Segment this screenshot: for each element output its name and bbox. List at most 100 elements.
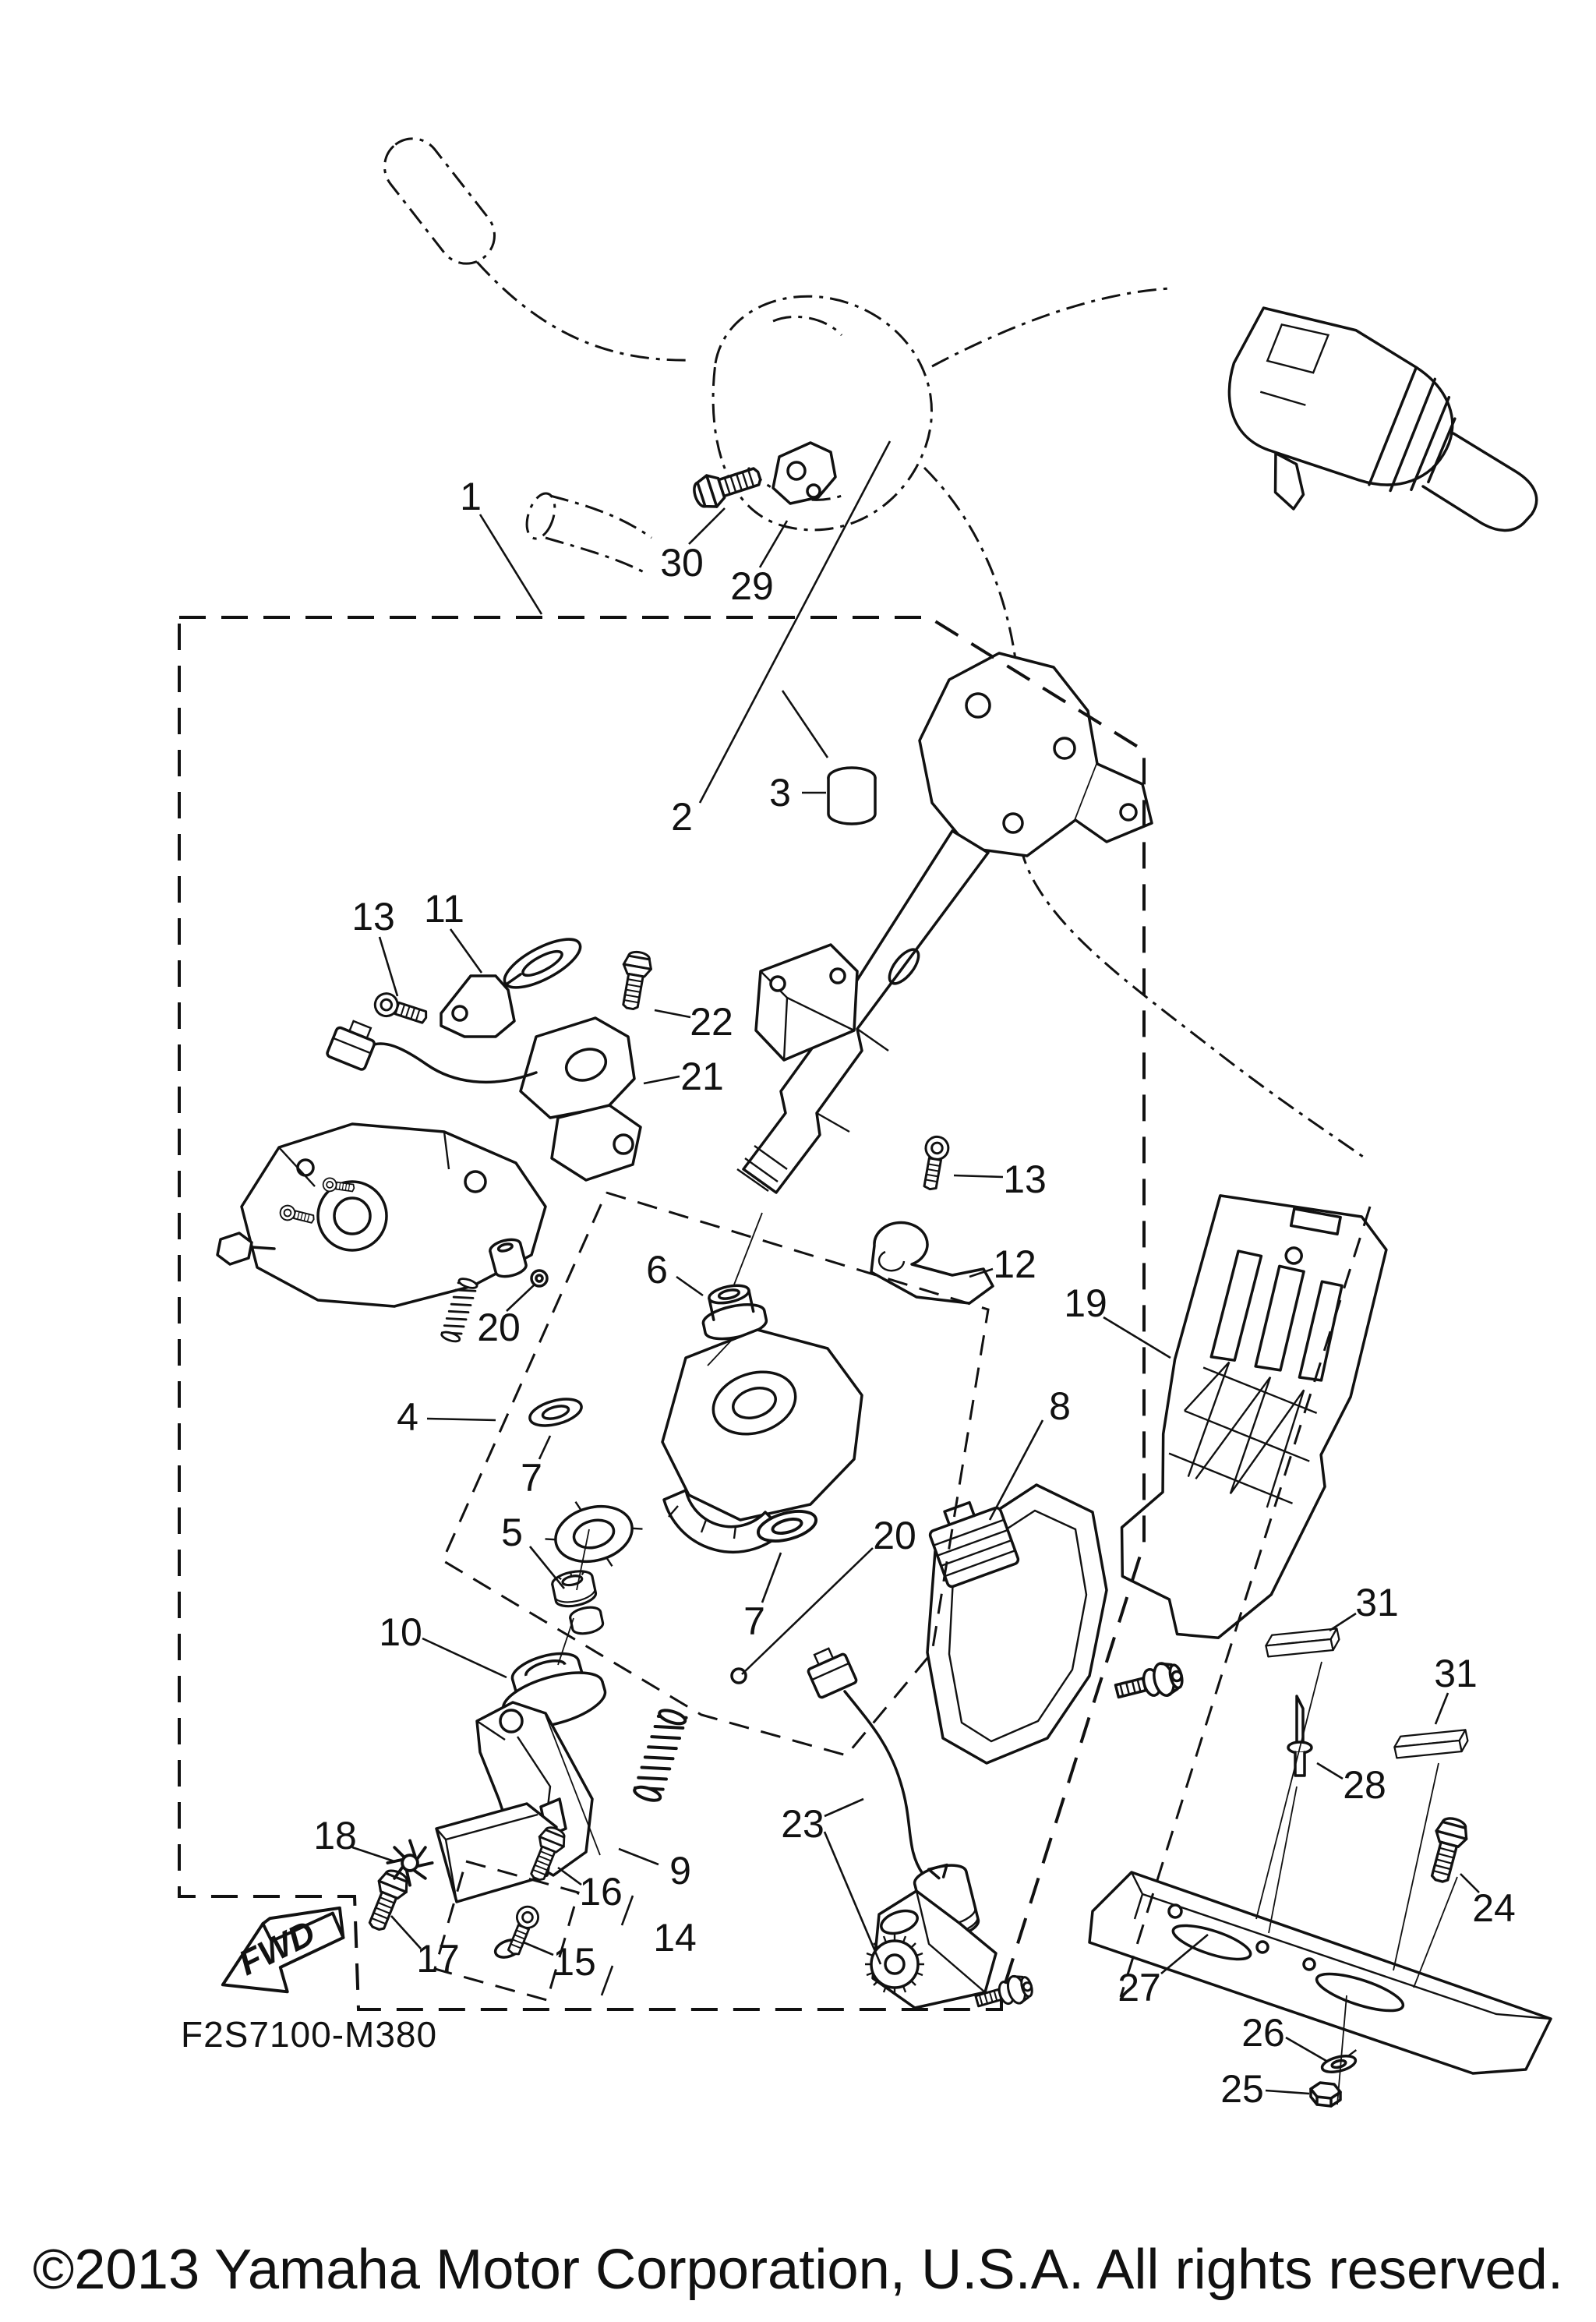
guide-bracket-19 (1120, 1194, 1388, 1639)
stop-lever-11 (440, 938, 582, 1038)
callout-24: 24 (1472, 1886, 1516, 1930)
leader-16 (557, 1866, 582, 1886)
callout-6: 6 (646, 1248, 668, 1292)
copyright-line: ©2013 Yamaha Motor Corporation, U.S.A. A… (33, 2239, 1563, 2301)
callout-5: 5 (501, 1511, 523, 1554)
bolt-15 (493, 1902, 543, 1959)
callout-4: 4 (397, 1395, 418, 1439)
leader-31 (1329, 1612, 1357, 1632)
leader-1 (478, 514, 543, 615)
callout-31: 31 (1355, 1581, 1399, 1624)
detent-cap-20 (489, 1238, 528, 1278)
callout-8: 8 (1049, 1384, 1071, 1428)
callout-10: 10 (379, 1610, 422, 1654)
leader-11 (449, 928, 483, 974)
stopper-sub-boundary (433, 1860, 580, 2002)
callout-7: 7 (521, 1456, 542, 1500)
part-code: F2S7100-M380 (181, 2014, 437, 2055)
damper-3 (827, 766, 877, 825)
right-sub-edge (1119, 1206, 1372, 1998)
callout-23: 23 (781, 1802, 824, 1846)
callout-12: 12 (993, 1242, 1036, 1286)
leader-17 (390, 1915, 422, 1949)
lock-housing-4 (545, 1328, 863, 1567)
axis-line-9 (1336, 1995, 1347, 2105)
lock-assembly-sub-boundary (441, 1191, 990, 1757)
leader-20 (741, 1547, 874, 1675)
seat-washer-10 (501, 1652, 607, 1730)
callout-13: 13 (351, 895, 395, 938)
axis-line-0 (733, 1212, 763, 1285)
steering-column-assembly (736, 652, 1153, 1194)
callout-27: 27 (1118, 1966, 1161, 2009)
leader-6 (676, 1275, 704, 1297)
leader-14 (620, 1895, 634, 1926)
callout-14: 14 (653, 1916, 697, 1960)
callout-13: 13 (1003, 1157, 1047, 1201)
leader-22 (654, 1009, 691, 1019)
pad-31-lower (1391, 1722, 1471, 1766)
axis-line-1 (707, 1338, 733, 1366)
leader-7 (538, 1435, 552, 1460)
axis-line-4 (545, 1714, 601, 1856)
callout-7: 7 (743, 1599, 765, 1643)
pad-31-upper (1262, 1620, 1342, 1665)
leader-13 (953, 1174, 1004, 1179)
callout-30: 30 (660, 541, 704, 585)
leader-29 (758, 520, 789, 568)
leader-19 (1103, 1316, 1171, 1359)
bolt-13-lever (371, 989, 431, 1030)
washer-26 (1320, 2049, 1358, 2073)
bolt-17 (361, 1865, 414, 1935)
callout-20: 20 (873, 1514, 916, 1557)
leader-23 (824, 1797, 864, 1818)
callout-19: 19 (1064, 1281, 1107, 1325)
lock-nut-5 (549, 1566, 606, 1640)
leader-12 (969, 1267, 994, 1278)
axis-line-7 (1393, 1762, 1439, 1971)
boundary-lines (178, 616, 1372, 2011)
leader-25 (1265, 2089, 1310, 2095)
bolt-24 (1422, 1814, 1472, 1886)
lock-clip-18 (386, 1839, 434, 1887)
bolt-30 (689, 458, 766, 514)
callout-20: 20 (477, 1306, 521, 1349)
callout-31: 31 (1434, 1652, 1478, 1695)
callout-29: 29 (730, 564, 774, 608)
callout-26: 26 (1241, 2011, 1285, 2055)
leader-9 (618, 1847, 659, 1866)
axis-line-8 (1413, 1876, 1458, 1988)
callout-15: 15 (553, 1940, 596, 1984)
mount-plate-27 (1088, 1871, 1552, 2075)
leader-26 (1285, 2036, 1327, 2062)
axis-lines (545, 1212, 1458, 2105)
leader-2 (698, 440, 892, 804)
callout-28: 28 (1343, 1763, 1386, 1807)
main-boundary (178, 616, 1146, 2011)
leader-31 (1434, 1692, 1449, 1725)
callout-1: 1 (460, 475, 482, 518)
right-switch-housing (1227, 306, 1538, 532)
detent-washer-20 (530, 1269, 549, 1288)
callout-9: 9 (669, 1849, 691, 1893)
callout-17: 17 (416, 1937, 460, 1981)
callout-21: 21 (680, 1055, 724, 1098)
leader-30 (688, 507, 726, 545)
leader-28 (1316, 1762, 1344, 1780)
callout-2: 2 (671, 795, 693, 839)
leader-23 (823, 1831, 882, 1965)
leader-13 (378, 936, 399, 997)
callout-22: 22 (690, 1000, 733, 1044)
leader-24 (1460, 1873, 1480, 1893)
speed-sensor-23 (807, 1647, 1036, 2016)
leader-2 (781, 690, 829, 758)
left-mount-bracket (216, 1122, 547, 1308)
callout-16: 16 (579, 1870, 623, 1914)
leader-10 (422, 1637, 507, 1679)
clamp-29 (772, 441, 837, 505)
leader-18 (351, 1846, 395, 1863)
axis-line-3 (557, 1617, 574, 1666)
fwd-arrow: FWD (221, 1906, 345, 1994)
